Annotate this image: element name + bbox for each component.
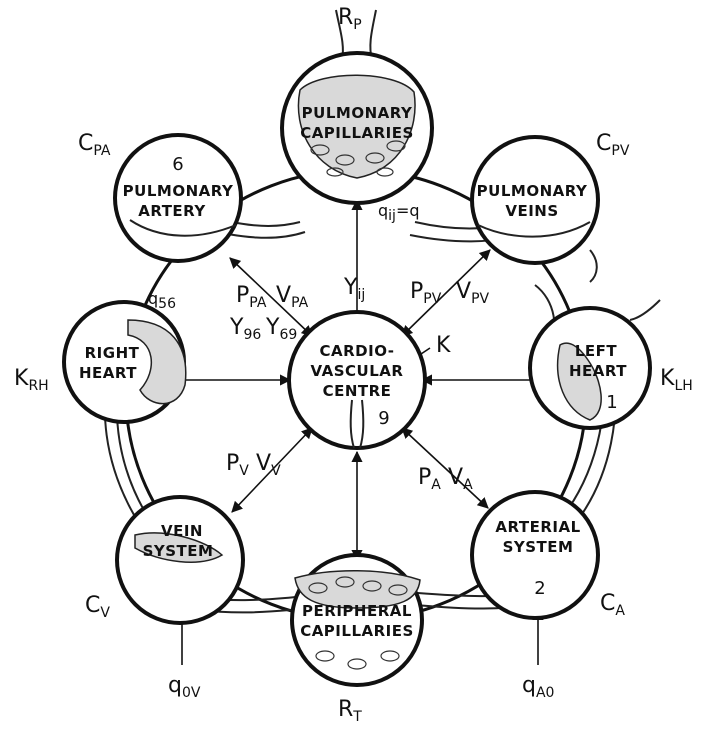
- pulmonary-artery-node: 6 PULMONARY ARTERY: [113, 133, 243, 263]
- vein-system-label-1: VEIN: [161, 522, 203, 540]
- cardiovascular-centre-node: CARDIO- VASCULAR CENTRE 9: [287, 310, 427, 450]
- right-heart-label-2: HEART: [79, 364, 137, 382]
- pulmonary-veins-label-1: PULMONARY: [477, 182, 588, 200]
- vein-system-node: VEIN SYSTEM: [115, 495, 245, 625]
- signal-q0v: q0V: [168, 673, 201, 701]
- left-heart-label-1: LEFT: [575, 342, 618, 360]
- arrow-centre-arterial-system: [401, 427, 489, 509]
- cardiovascular-centre-number: 9: [378, 408, 389, 429]
- signal-vv: VV: [256, 451, 281, 479]
- param-k: K: [436, 333, 451, 358]
- signal-ppv: PPV: [410, 279, 442, 307]
- signal-y96: Y96: [229, 315, 261, 343]
- arterial-system-node: ARTERIAL SYSTEM 2: [470, 490, 600, 620]
- pulmonary-capillaries-node: PULMONARY CAPILLARIES: [280, 51, 434, 205]
- cardiovascular-centre-label-2: VASCULAR: [311, 362, 404, 380]
- pulmonary-artery-label-2: ARTERY: [138, 202, 206, 220]
- pulmonary-veins-node: PULMONARY VEINS: [470, 135, 600, 265]
- param-rt: RT: [338, 697, 362, 725]
- arterial-system-label-1: ARTERIAL: [495, 518, 580, 536]
- arrow-centre-vein-system: [231, 427, 313, 513]
- pulmonary-artery-number: 6: [172, 154, 183, 175]
- right-heart-label-1: RIGHT: [85, 344, 140, 362]
- signal-y69: Y69: [265, 315, 297, 343]
- cardiovascular-centre-label-3: CENTRE: [323, 382, 392, 400]
- vein-system-label-2: SYSTEM: [143, 542, 214, 560]
- pulmonary-capillaries-label-2: CAPILLARIES: [300, 124, 414, 142]
- left-heart-label-2: HEART: [569, 362, 627, 380]
- arrow-centre-pulmonary-veins: [401, 249, 491, 337]
- cardiovascular-centre-label-1: CARDIO-: [320, 342, 395, 360]
- signal-pa: PA: [418, 465, 441, 493]
- peripheral-capillaries-label-1: PERIPHERAL: [302, 602, 412, 620]
- signal-yij: Yij: [343, 275, 365, 303]
- pulmonary-artery-label-1: PULMONARY: [123, 182, 234, 200]
- signal-pv: PV: [226, 451, 249, 479]
- signal-q56: q56: [148, 289, 176, 312]
- signal-qa0: qA0: [522, 673, 554, 701]
- pulmonary-capillaries-label-1: PULMONARY: [302, 104, 413, 122]
- signal-vpv: VPV: [456, 279, 490, 307]
- param-rp: RP: [338, 5, 362, 33]
- arterial-system-number: 2: [534, 578, 545, 599]
- pulmonary-veins-label-2: VEINS: [505, 202, 558, 220]
- arrow-centre-pulmonary-artery: [229, 257, 313, 337]
- signal-ppa: PPA: [236, 283, 267, 311]
- right-heart-node: RIGHT HEART: [62, 300, 187, 424]
- param-ca: CA: [600, 591, 625, 619]
- param-krh: KRH: [14, 366, 49, 394]
- left-heart-node: LEFT HEART 1: [528, 306, 652, 430]
- param-cpv: CPV: [596, 131, 630, 159]
- left-heart-number: 1: [606, 392, 617, 413]
- signal-qij: qij=q: [378, 201, 420, 224]
- peripheral-capillaries-node: PERIPHERAL CAPILLARIES: [290, 553, 424, 687]
- param-klh: KLH: [660, 366, 693, 394]
- peripheral-capillaries-label-2: CAPILLARIES: [300, 622, 414, 640]
- signal-vpa: VPA: [276, 283, 309, 311]
- arterial-system-label-2: SYSTEM: [503, 538, 574, 556]
- param-cv: CV: [85, 593, 110, 621]
- param-cpa: CPA: [78, 131, 111, 159]
- signal-va: VA: [448, 465, 473, 493]
